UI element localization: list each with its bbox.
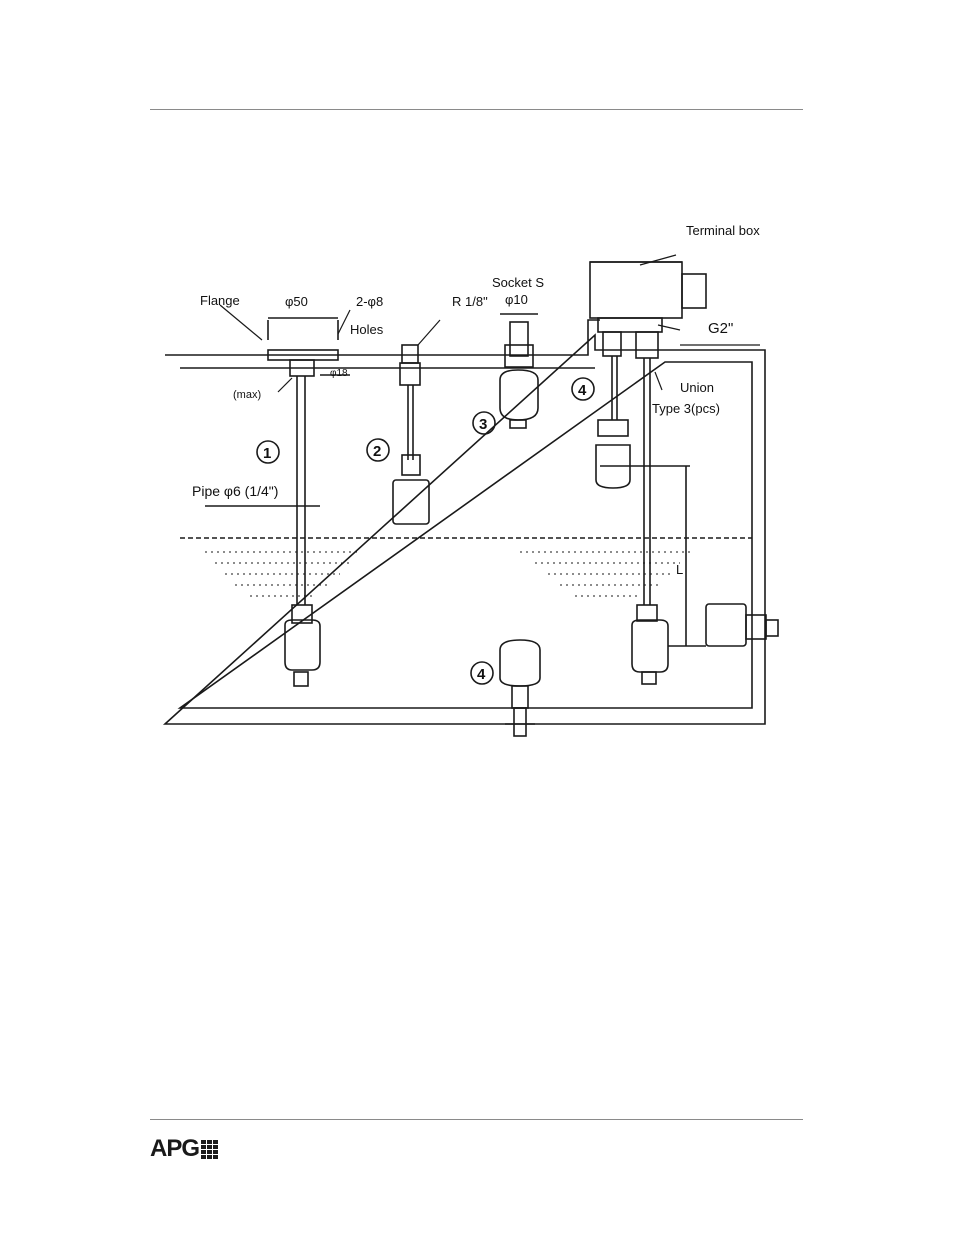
callout-2: 2 [373, 443, 381, 460]
label-pipe: Pipe φ6 (1/4") [192, 483, 278, 499]
apg-logo: APG [150, 1136, 218, 1162]
logo-text: APG [150, 1135, 199, 1163]
label-flange: Flange [200, 293, 240, 308]
label-r-thread: R 1/8" [452, 294, 488, 309]
logo-mark-icon [201, 1140, 218, 1159]
bottom-mount-switch [500, 640, 540, 736]
label-union: Union [680, 380, 714, 395]
liquid-region-left [205, 552, 360, 596]
label-holes-count: 2-φ8 [356, 294, 383, 309]
switch-3-socket-mount [500, 314, 538, 428]
label-small: (max) [233, 389, 261, 401]
liquid-region-right [520, 552, 690, 596]
terminal-box-assembly [590, 262, 706, 684]
callout-5: 4 [477, 666, 486, 683]
label-phi-dim: φ50 [285, 294, 308, 309]
switch-2-thread-mount [393, 345, 429, 524]
tank-outer-wall [165, 320, 765, 724]
side-mount-switch [706, 604, 778, 646]
switch-1-flange-mount [205, 318, 350, 686]
label-holes: Holes [350, 322, 384, 337]
callout-1: 1 [263, 445, 271, 462]
label-socket-dim: φ10 [505, 292, 528, 307]
footer-rule [150, 1119, 803, 1120]
label-dim-small: φ18 [330, 368, 348, 379]
callout-3: 3 [479, 416, 487, 433]
label-terminal-box: Terminal box [686, 223, 760, 238]
label-socket: Socket S [492, 275, 544, 290]
label-union-detail: Type 3(pcs) [652, 401, 720, 416]
label-g2: G2" [708, 320, 733, 337]
label-level: L [676, 562, 683, 577]
leader-lines [220, 255, 760, 392]
callout-4: 4 [578, 382, 587, 399]
